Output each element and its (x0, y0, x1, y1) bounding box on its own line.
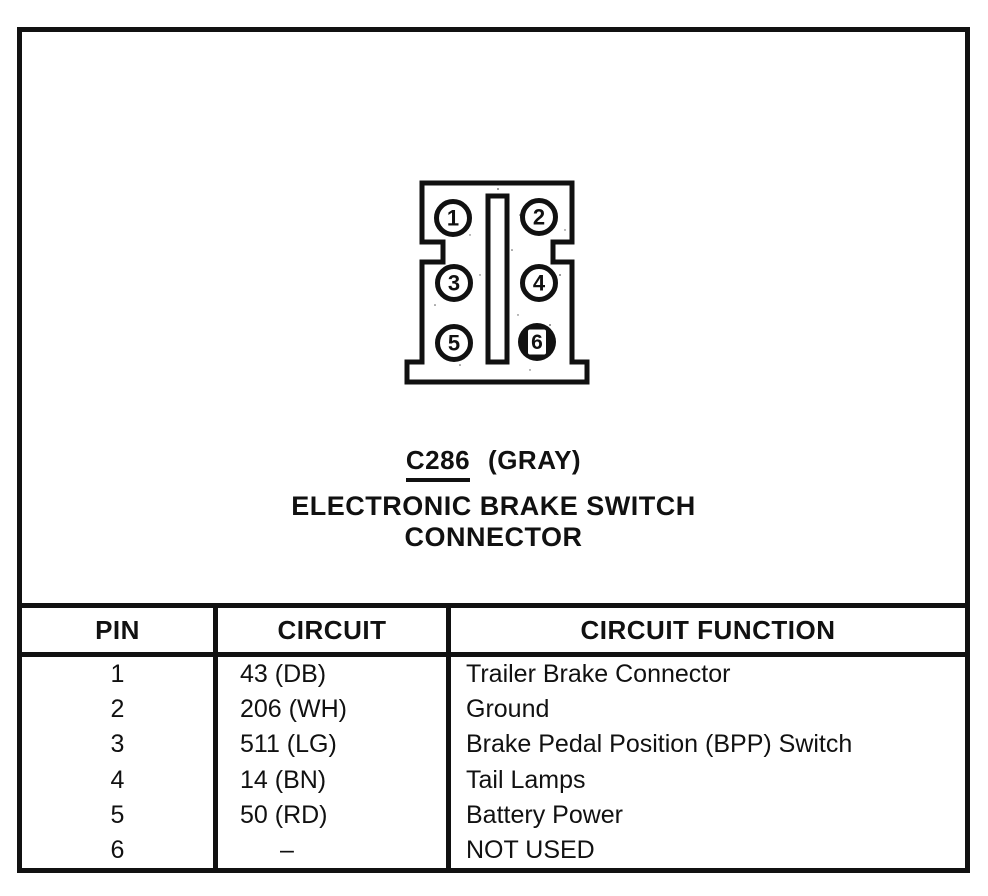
pin-cell: 1 (22, 657, 218, 693)
connector-color: (GRAY) (488, 445, 582, 475)
pin-cell: 4 (22, 762, 218, 798)
function-cell: NOT USED (466, 835, 595, 864)
pin-badge (528, 329, 546, 355)
function-cell: Tail Lamps (466, 765, 586, 794)
pin-circle (435, 264, 473, 302)
header-circuit: CIRCUIT (218, 608, 451, 657)
pin-number: 5 (448, 331, 460, 356)
pin-number: 2 (533, 205, 545, 230)
pin-number: 1 (447, 206, 459, 231)
header-circuit-function: CIRCUIT FUNCTION (451, 608, 965, 657)
pin-1: 1 (434, 199, 472, 237)
circuit-cell: 511 (LG) (218, 727, 451, 763)
connector-caption: C286 (GRAY) ELECTRONIC BRAKE SWITCH CONNE… (22, 445, 965, 553)
pin-4: 4 (520, 264, 558, 302)
header-pin: PIN (22, 608, 218, 657)
pin-number: 3 (448, 271, 460, 296)
circuit-cell: 206 (WH) (218, 692, 451, 728)
connector-keyway (485, 193, 510, 365)
connector-name-line1: ELECTRONIC BRAKE SWITCH (291, 491, 696, 521)
function-cell: Ground (466, 695, 550, 724)
pin-5: 5 (435, 324, 473, 362)
circuit-cell: 43 (DB) (218, 657, 451, 693)
circuit-cell: 50 (RD) (218, 797, 451, 833)
pin-cell: 5 (22, 797, 218, 833)
pin-circle (520, 198, 558, 236)
pin-2: 2 (520, 198, 558, 236)
pin-cell: 6 (22, 832, 218, 868)
function-cell: Battery Power (466, 800, 624, 829)
circuit-cell: – (218, 832, 451, 868)
connector-diagram: 1 2 3 4 5 6 (404, 180, 590, 385)
connector-id: C286 (405, 445, 471, 482)
pin-3: 3 (435, 264, 473, 302)
pin-cell: 2 (22, 692, 218, 728)
pin-number: 4 (533, 271, 546, 296)
pin-circle (520, 264, 558, 302)
figure-frame: 1 2 3 4 5 6 (17, 27, 970, 873)
pin-circle (435, 324, 473, 362)
connector-id-line: C286 (GRAY) (22, 445, 965, 482)
function-cell: Brake Pedal Position (BPP) Switch (466, 730, 853, 759)
pinout-table: PIN CIRCUIT CIRCUIT FUNCTION 1 43 (DB) T… (22, 603, 965, 868)
pin-number: 6 (531, 331, 543, 354)
pin-circle (434, 199, 472, 237)
pin-cell: 3 (22, 727, 218, 763)
circuit-cell: 14 (BN) (218, 762, 451, 798)
pin-6-highlighted: 6 (518, 323, 556, 361)
connector-name-line2: CONNECTOR (404, 522, 583, 552)
function-cell: Trailer Brake Connector (466, 660, 731, 689)
